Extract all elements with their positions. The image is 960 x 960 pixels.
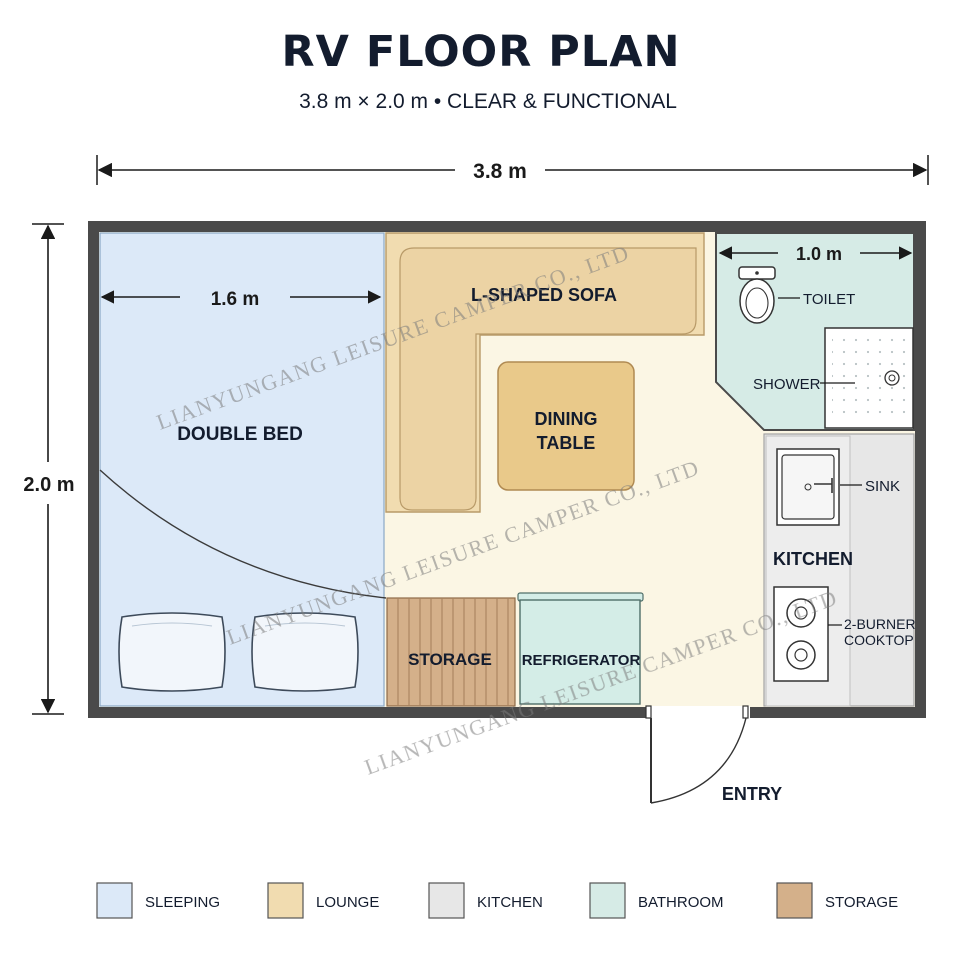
legend-swatch-bathroom <box>589 882 626 919</box>
double-bed-label: DOUBLE BED <box>177 424 303 445</box>
bed-width-label: 1.6 m <box>211 289 260 310</box>
entry-label: ENTRY <box>722 784 782 804</box>
legend-item-storage: STORAGE <box>776 882 898 919</box>
dining-table <box>497 361 635 491</box>
sink-label: SINK <box>865 478 900 495</box>
bathroom-width-dimension: 1.0 m <box>718 244 913 264</box>
toilet-label: TOILET <box>803 291 855 308</box>
page-subtitle: 3.8 m × 2.0 m • CLEAR & FUNCTIONAL <box>299 90 677 113</box>
legend-swatch-lounge <box>267 882 304 919</box>
sink-icon <box>776 448 840 526</box>
page-title: RV FLOOR PLAN <box>282 27 681 77</box>
legend-label-bathroom: BATHROOM <box>638 894 724 911</box>
width-dimension: 2.0 m <box>23 223 75 715</box>
refrigerator <box>517 592 644 705</box>
cooktop-label-line2: COOKTOP <box>844 632 914 648</box>
storage-label: STORAGE <box>408 650 492 669</box>
length-dimension: 3.8 m <box>96 155 929 185</box>
bed-curve-line <box>99 469 387 599</box>
bed-width-dimension: 1.6 m <box>100 289 382 310</box>
legend-label-kitchen: KITCHEN <box>477 894 543 911</box>
legend-swatch-sleeping <box>96 882 133 919</box>
sofa-label: L-SHAPED SOFA <box>471 285 617 305</box>
door-jamb-left <box>645 705 652 719</box>
cooktop-label-line1: 2-BURNER <box>844 616 916 632</box>
width-label: 2.0 m <box>23 474 74 496</box>
legend-item-lounge: LOUNGE <box>267 882 379 919</box>
legend-label-storage: STORAGE <box>825 894 898 911</box>
bathroom-width-label: 1.0 m <box>796 244 842 264</box>
door-swing-arc <box>650 717 747 804</box>
refrigerator-label: REFRIGERATOR <box>522 652 641 669</box>
entry-door-opening <box>650 706 750 720</box>
l-shaped-sofa <box>385 232 705 513</box>
legend-label-sleeping: SLEEPING <box>145 894 220 911</box>
door-jamb-right <box>742 705 749 719</box>
pillow-left-icon <box>118 612 226 692</box>
legend-swatch-kitchen <box>428 882 465 919</box>
shower-label: SHOWER <box>753 376 821 393</box>
table-label-line1: DINING <box>535 409 598 429</box>
legend-item-kitchen: KITCHEN <box>428 882 543 919</box>
length-label: 3.8 m <box>473 160 527 183</box>
legend-label-lounge: LOUNGE <box>316 894 379 911</box>
legend-swatch-storage <box>776 882 813 919</box>
storage-cabinet <box>386 597 516 707</box>
pillow-right-icon <box>251 612 359 692</box>
legend: SLEEPING LOUNGE KITCHEN BATHROOM STORAGE <box>96 882 898 919</box>
shower-tray <box>824 327 914 429</box>
table-label-line2: TABLE <box>537 433 596 453</box>
toilet-icon <box>738 266 776 324</box>
legend-item-bathroom: BATHROOM <box>589 882 724 919</box>
legend-item-sleeping: SLEEPING <box>96 882 220 919</box>
cooktop-icon <box>773 586 829 682</box>
kitchen-label: KITCHEN <box>773 549 853 569</box>
shower-drain-icon <box>884 370 900 386</box>
